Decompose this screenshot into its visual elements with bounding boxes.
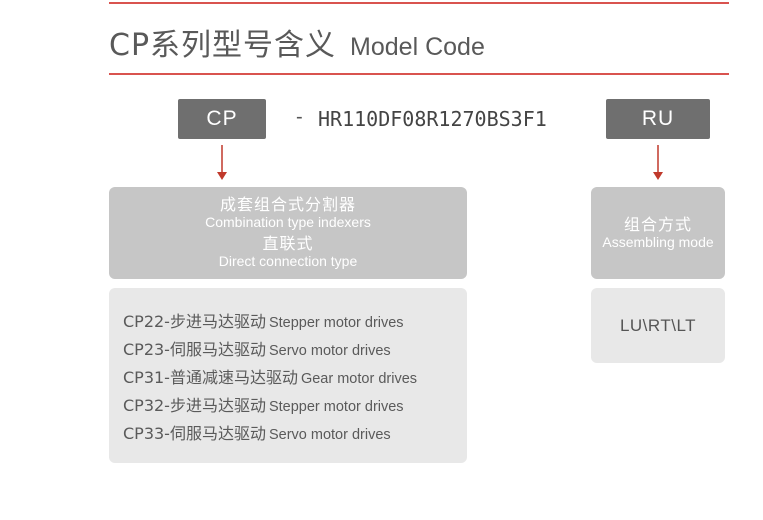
title-divider: [109, 73, 729, 75]
suffix-category-box: 组合方式 Assembling mode: [591, 187, 725, 279]
option-desc: Stepper motor drives: [268, 315, 404, 331]
suffix-arrow: [653, 145, 663, 180]
option-code: CP31-普通减速马达驱动: [123, 368, 298, 387]
suffix-code-box: RU: [606, 99, 710, 139]
assembling-mode-cn: 组合方式: [623, 214, 692, 234]
combination-indexer-en: Combination type indexers: [205, 214, 371, 230]
middle-code: HR110DF08R1270BS3F1: [318, 107, 547, 131]
option-desc: Servo motor drives: [268, 343, 391, 359]
page-title: CP系列型号含义 Model Code: [109, 20, 485, 64]
option-desc: Gear motor drives: [300, 371, 418, 387]
option-code: CP32-步进马达驱动: [123, 396, 266, 415]
option-desc: Servo motor drives: [268, 427, 391, 443]
prefix-code-box: CP: [178, 99, 266, 139]
direct-connection-en: Direct connection type: [218, 253, 358, 269]
title-english: Model Code: [350, 33, 485, 61]
suffix-code-label: RU: [641, 107, 675, 130]
code-separator: -: [296, 106, 303, 128]
option-code: CP22-步进马达驱动: [123, 312, 266, 331]
prefix-category-box: 成套组合式分割器 Combination type indexers 直联式 D…: [109, 187, 467, 279]
combination-indexer-cn: 成套组合式分割器: [219, 195, 356, 214]
prefix-code-label: CP: [206, 107, 238, 130]
suffix-options-box: LU\RT\LT: [591, 288, 725, 363]
assembling-mode-en: Assembling mode: [602, 233, 714, 250]
prefix-arrow: [217, 145, 227, 180]
option-code: CP33-伺服马达驱动: [123, 424, 266, 443]
assembling-mode-options: LU\RT\LT: [619, 315, 697, 335]
top-divider: [109, 2, 729, 4]
direct-connection-cn: 直联式: [262, 234, 314, 253]
title-chinese: CP系列型号含义: [109, 28, 337, 63]
option-desc: Stepper motor drives: [268, 399, 404, 415]
option-code: CP23-伺服马达驱动: [123, 340, 266, 359]
